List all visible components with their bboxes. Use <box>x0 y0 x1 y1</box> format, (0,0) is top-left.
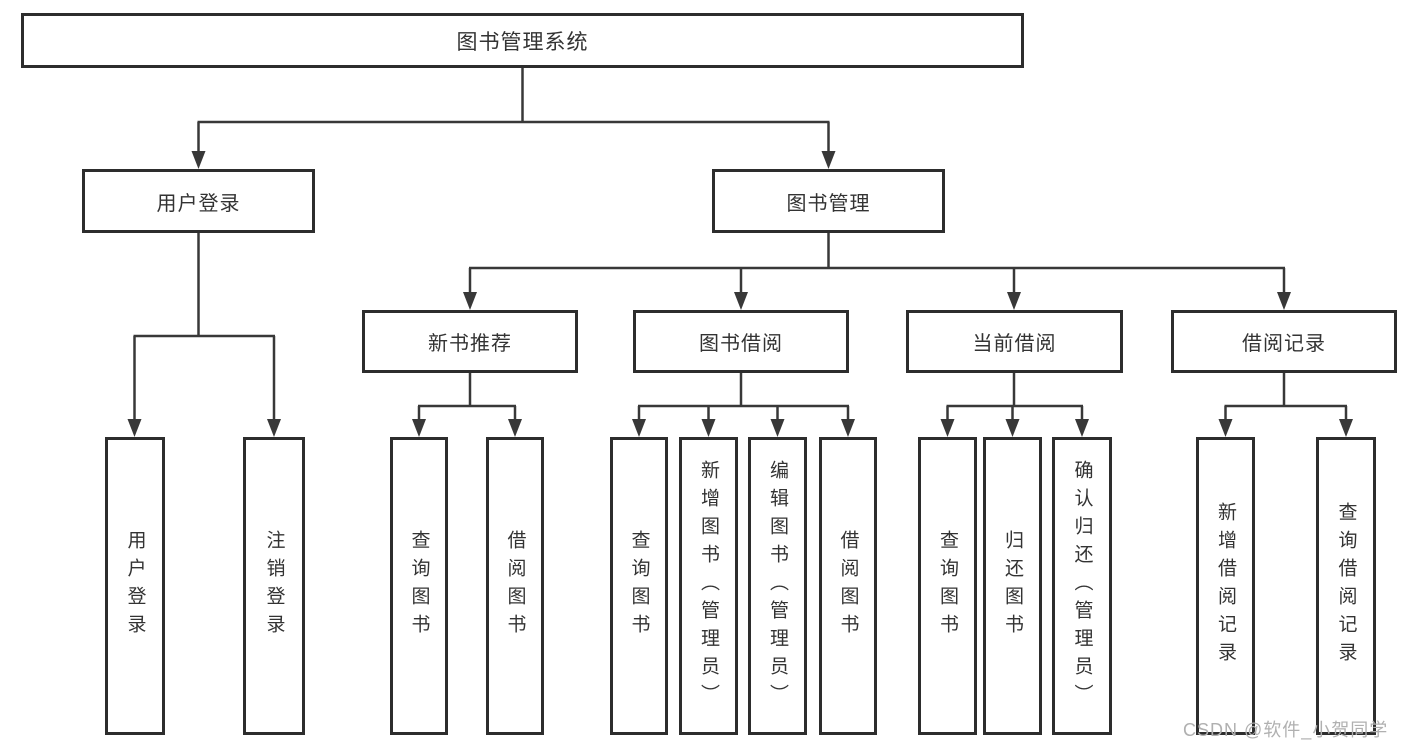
leaf-borrowing-borrow-books: 借阅图书 <box>819 437 877 735</box>
leaf-borrowing-query-books: 查询图书 <box>610 437 668 735</box>
leaf-current-return-books: 归还图书 <box>983 437 1042 735</box>
node-library-management-system: 图书管理系统 <box>21 13 1024 68</box>
leaf-borrowing-add-books-admin: 新增图书（管理员） <box>679 437 738 735</box>
leaf-borrowing-edit-books-admin: 编辑图书（管理员） <box>748 437 807 735</box>
leaf-records-query-borrow-record: 查询借阅记录 <box>1316 437 1376 735</box>
leaf-user-login: 用户登录 <box>105 437 165 735</box>
leaf-logout: 注销登录 <box>243 437 305 735</box>
leaf-current-confirm-return-admin: 确认归还（管理员） <box>1052 437 1112 735</box>
node-new-book-recommendation: 新书推荐 <box>362 310 578 373</box>
node-borrowing-records: 借阅记录 <box>1171 310 1397 373</box>
leaf-records-add-borrow-record: 新增借阅记录 <box>1196 437 1255 735</box>
node-user-login: 用户登录 <box>82 169 315 233</box>
leaf-newbook-borrow-books: 借阅图书 <box>486 437 544 735</box>
leaf-newbook-query-books: 查询图书 <box>390 437 448 735</box>
node-book-management: 图书管理 <box>712 169 945 233</box>
csdn-watermark: CSDN @软件_小贺同学 <box>1183 720 1389 740</box>
node-current-borrowing: 当前借阅 <box>906 310 1123 373</box>
leaf-current-query-books: 查询图书 <box>918 437 977 735</box>
node-book-borrowing: 图书借阅 <box>633 310 849 373</box>
